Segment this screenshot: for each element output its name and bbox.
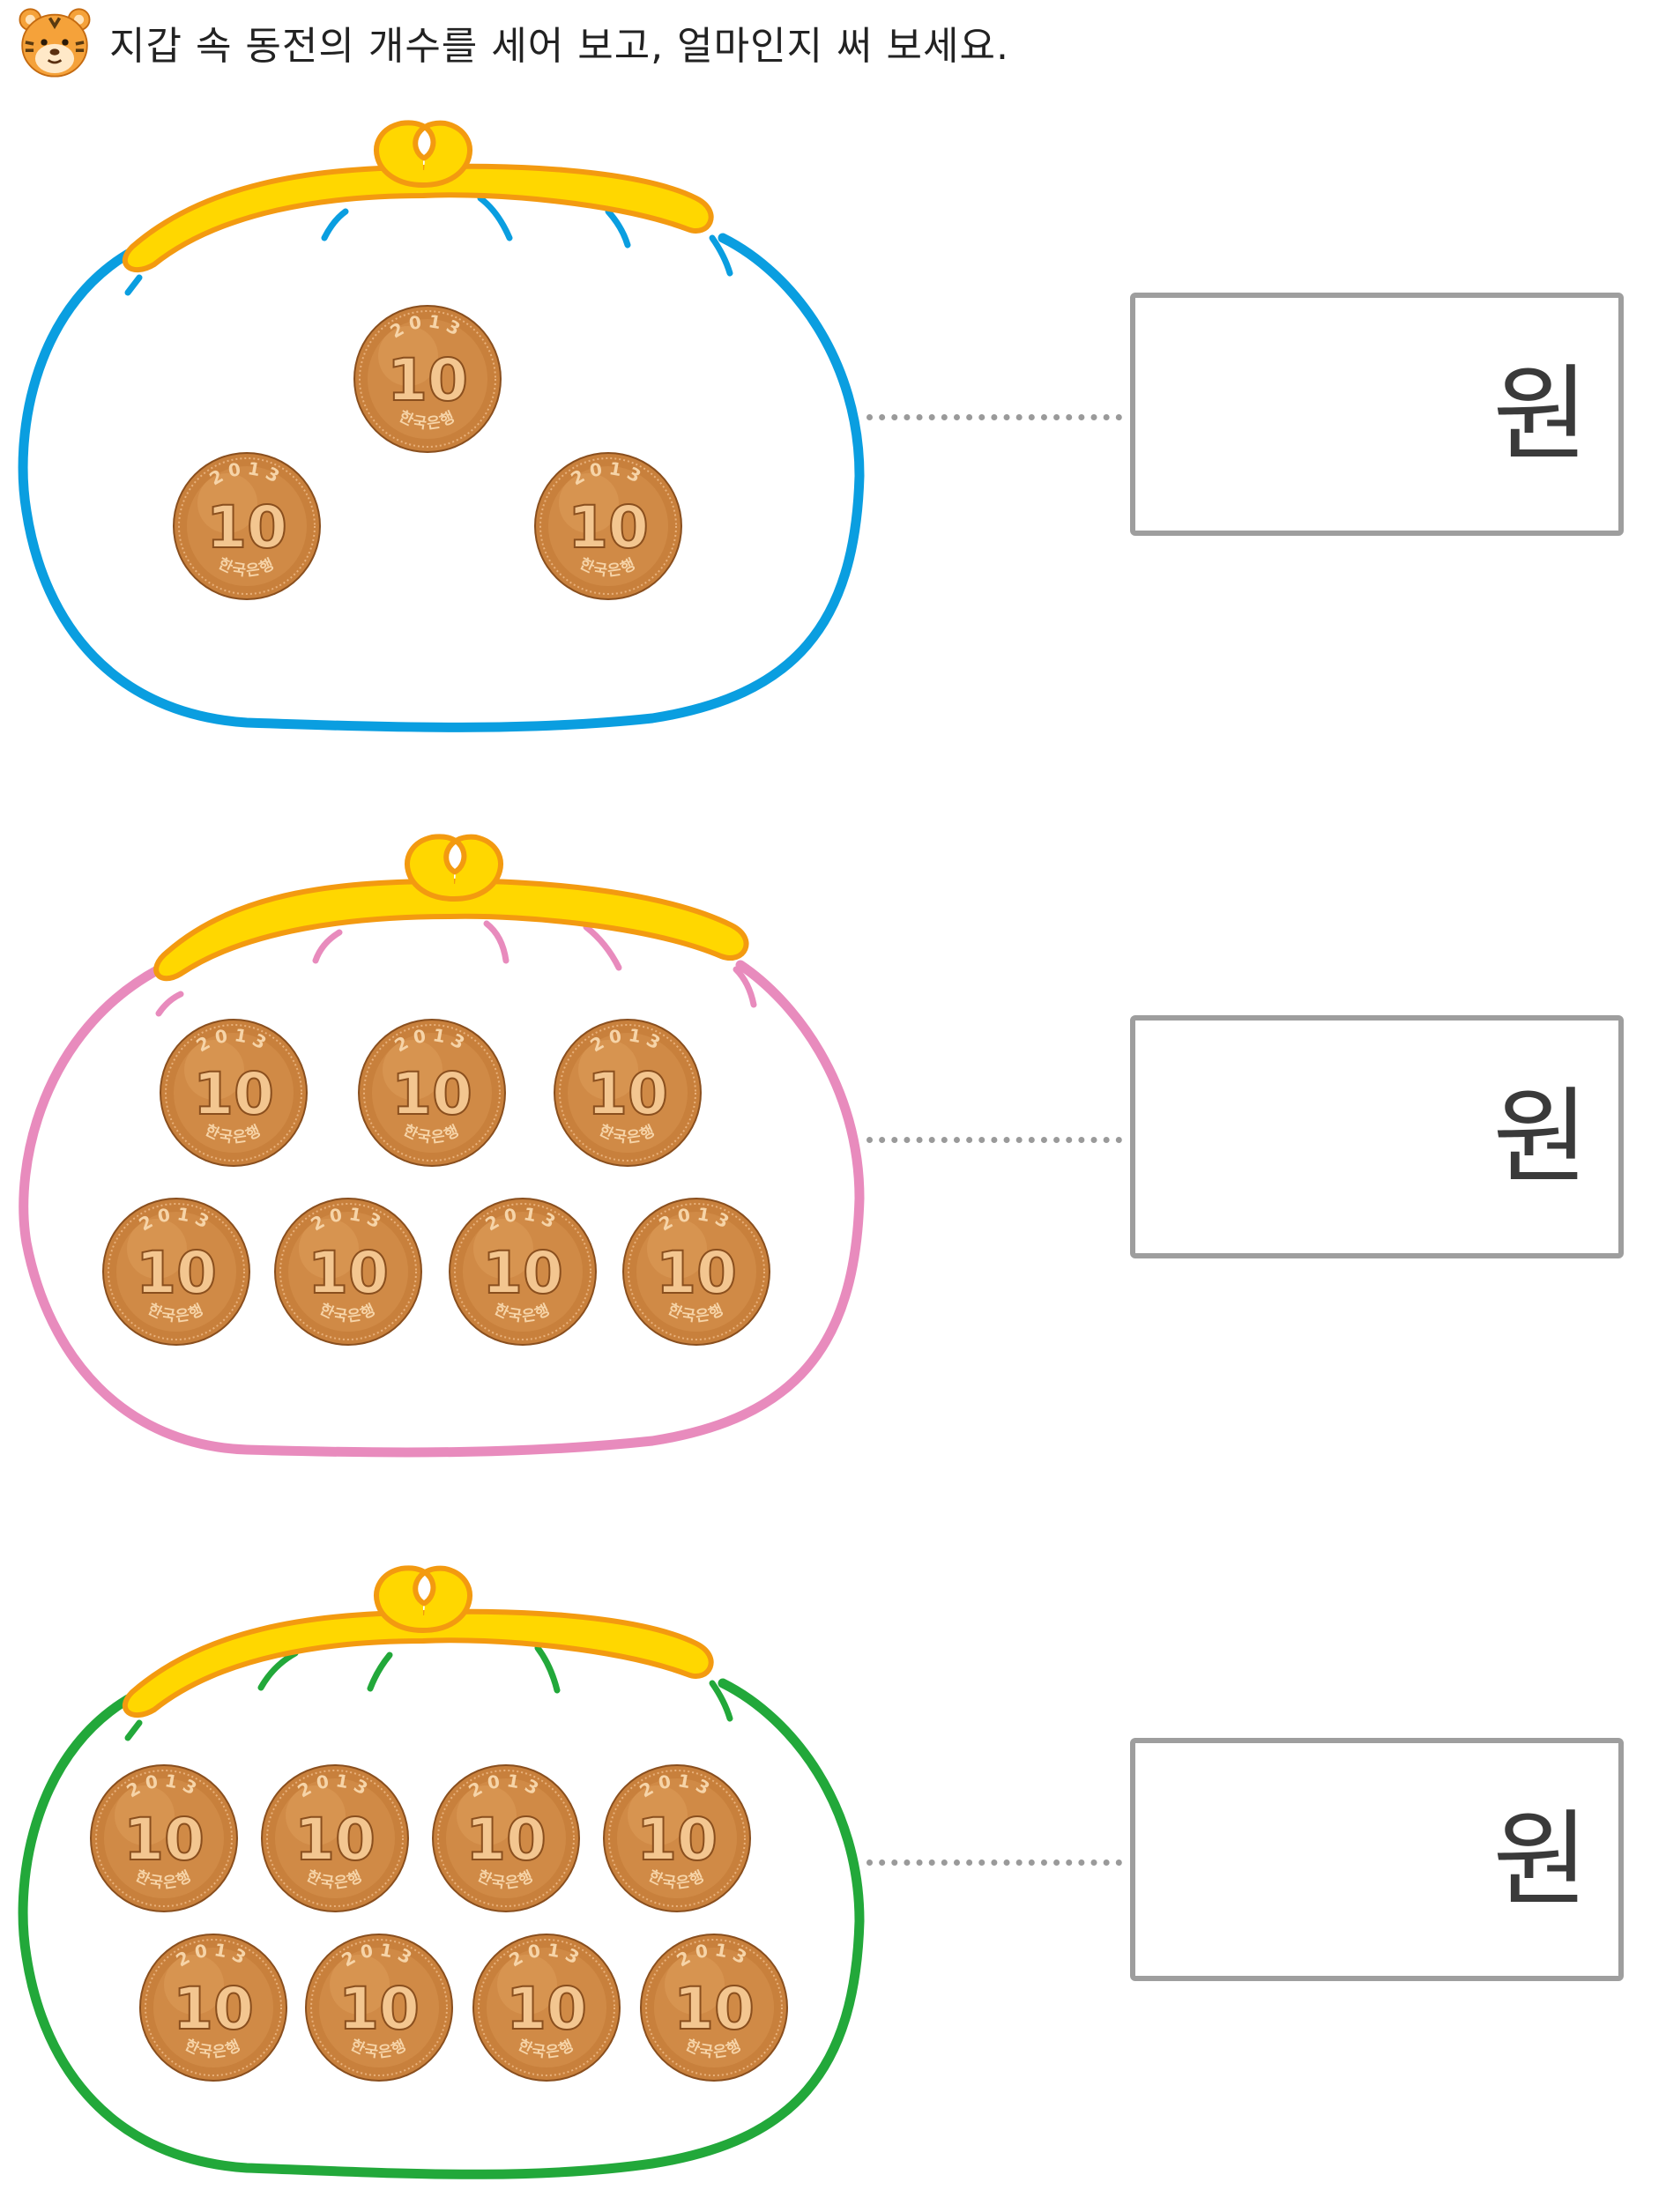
purse-body — [18, 233, 865, 732]
instruction-text: 지갑 속 동전의 개수를 세어 보고, 얼마인지 써 보세요. — [109, 24, 1009, 69]
purse-3: 201310한국은행201310한국은행201310한국은행201310한국은행… — [18, 1565, 865, 2179]
coin-value: 10 — [206, 494, 287, 561]
coin-value: 10 — [636, 1806, 718, 1874]
purse-body — [18, 1678, 865, 2179]
coin-value: 10 — [673, 1975, 755, 2043]
purse-2: 201310한국은행201310한국은행201310한국은행201310한국은행… — [19, 834, 865, 1458]
instruction: 지갑 속 동전의 개수를 세어 보고, 얼마인지 써 보세요. — [14, 2, 1009, 83]
coin-value: 10 — [587, 1060, 668, 1128]
coin-value: 10 — [308, 1239, 389, 1307]
coin-value: 10 — [656, 1239, 737, 1307]
coin-value: 10 — [391, 1060, 472, 1128]
purse-knot — [405, 834, 503, 902]
coin-value: 10 — [482, 1239, 563, 1307]
tiger-icon — [19, 8, 91, 78]
coin-value: 10 — [506, 1975, 587, 2043]
connector-line — [866, 1859, 1122, 1866]
unit-label: 원 — [1492, 353, 1588, 475]
coin-value: 10 — [338, 1975, 420, 2043]
answer-box[interactable]: 원 — [1130, 1738, 1624, 1981]
coin-value: 10 — [387, 346, 468, 414]
connector-line — [866, 1137, 1122, 1143]
answer-box[interactable]: 원 — [1130, 1015, 1624, 1258]
purse-knot — [374, 1565, 472, 1633]
purse-body — [19, 960, 865, 1458]
answer-box[interactable]: 원 — [1130, 293, 1624, 536]
purse-knot — [374, 120, 472, 188]
coin-value: 10 — [568, 494, 649, 561]
coin-value: 10 — [294, 1806, 376, 1874]
coin-value: 10 — [465, 1806, 547, 1874]
coin-value: 10 — [173, 1975, 254, 2043]
unit-label: 원 — [1492, 1799, 1588, 1920]
connector-line — [866, 414, 1122, 420]
coin-value: 10 — [193, 1060, 274, 1128]
coin-value: 10 — [136, 1239, 217, 1307]
coin-value: 10 — [123, 1806, 205, 1874]
unit-label: 원 — [1492, 1076, 1588, 1198]
